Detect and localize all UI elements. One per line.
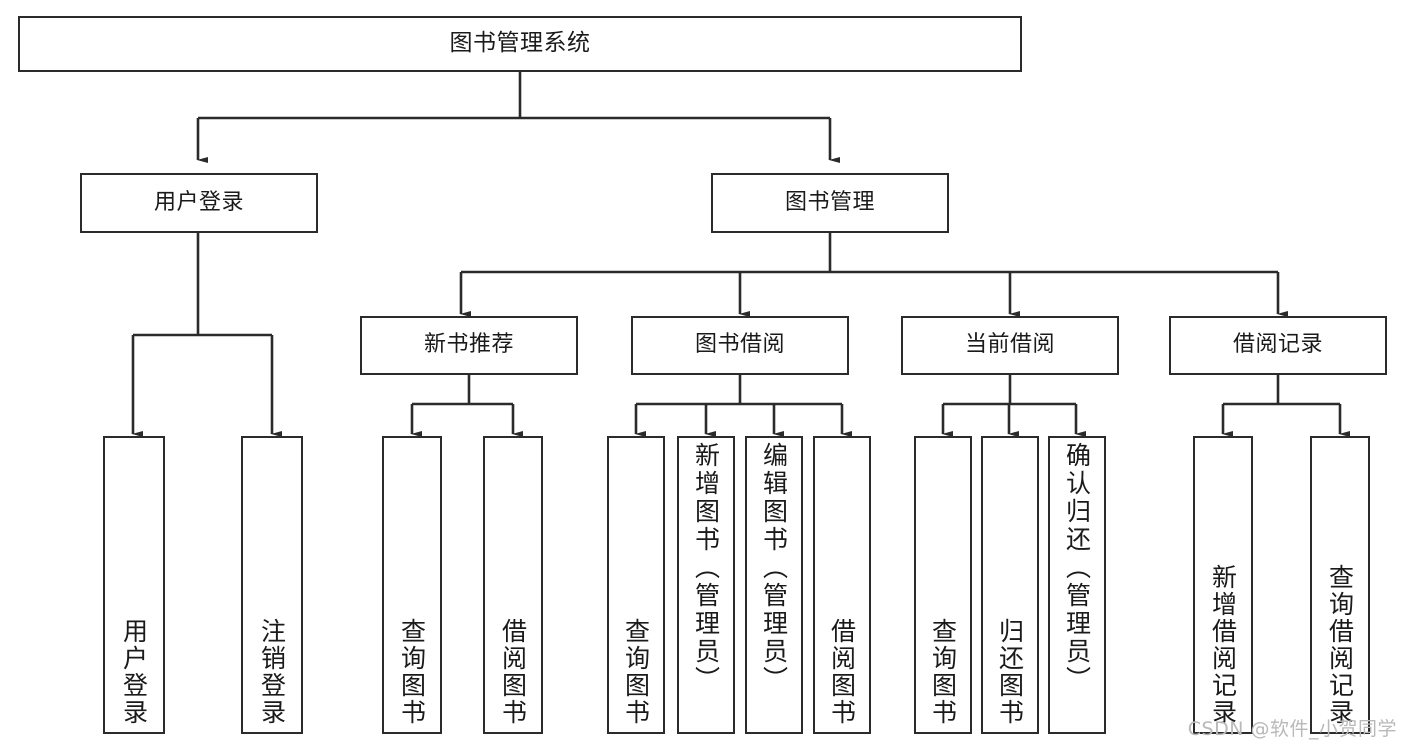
node-label: 查询借阅记录: [1325, 564, 1355, 726]
node-new-book-recommend[interactable]: 新书推荐: [360, 316, 578, 375]
csdn-watermark: CSDN @软件_小贺同学: [1187, 718, 1397, 740]
node-label: 新增借阅记录: [1208, 564, 1238, 726]
node-label: 图书管理: [784, 189, 875, 215]
node-user-login[interactable]: 用户登录: [80, 173, 318, 233]
node-current-borrow[interactable]: 当前借阅: [901, 316, 1119, 375]
node-label: 编辑图书（管理员）: [759, 442, 789, 694]
node-label: 当前借阅: [964, 332, 1055, 358]
leaf-recommend-query-book[interactable]: 查询图书: [382, 436, 442, 734]
leaf-borrow-query-book[interactable]: 查询图书: [607, 436, 665, 734]
leaf-user-login-logout[interactable]: 注销登录: [241, 436, 303, 734]
node-label: 图书管理系统: [449, 30, 591, 57]
leaf-borrow-add-book-admin[interactable]: 新增图书（管理员）: [677, 436, 735, 734]
leaf-borrow-edit-book-admin[interactable]: 编辑图书（管理员）: [745, 436, 803, 734]
node-label: 新增图书（管理员）: [691, 442, 721, 694]
node-label: 借阅图书: [827, 618, 857, 726]
node-label: 查询图书: [621, 618, 651, 726]
node-book-management[interactable]: 图书管理: [711, 173, 949, 233]
node-label: 新书推荐: [423, 332, 514, 358]
node-label: 借阅图书: [498, 618, 528, 726]
leaf-recommend-borrow-book[interactable]: 借阅图书: [483, 436, 543, 734]
leaf-record-query-borrow-record[interactable]: 查询借阅记录: [1310, 436, 1370, 734]
node-label: 注销登录: [257, 618, 287, 726]
leaf-user-login-login[interactable]: 用户登录: [103, 436, 165, 734]
node-label: 确认归还（管理员）: [1062, 442, 1092, 694]
node-borrow-record[interactable]: 借阅记录: [1169, 316, 1387, 375]
node-root-book-management-system[interactable]: 图书管理系统: [18, 16, 1022, 72]
node-label: 借阅记录: [1232, 332, 1323, 358]
node-book-borrow[interactable]: 图书借阅: [631, 316, 849, 375]
leaf-current-confirm-return-admin[interactable]: 确认归还（管理员）: [1048, 436, 1106, 734]
node-label: 查询图书: [397, 618, 427, 726]
node-label: 用户登录: [153, 189, 244, 215]
node-label: 查询图书: [928, 618, 958, 726]
node-label: 图书借阅: [694, 332, 785, 358]
leaf-current-query-book[interactable]: 查询图书: [914, 436, 972, 734]
node-label: 用户登录: [119, 618, 149, 726]
leaf-borrow-borrow-book[interactable]: 借阅图书: [813, 436, 871, 734]
leaf-current-return-book[interactable]: 归还图书: [981, 436, 1039, 734]
leaf-record-add-borrow-record[interactable]: 新增借阅记录: [1193, 436, 1253, 734]
node-label: 归还图书: [995, 618, 1025, 726]
